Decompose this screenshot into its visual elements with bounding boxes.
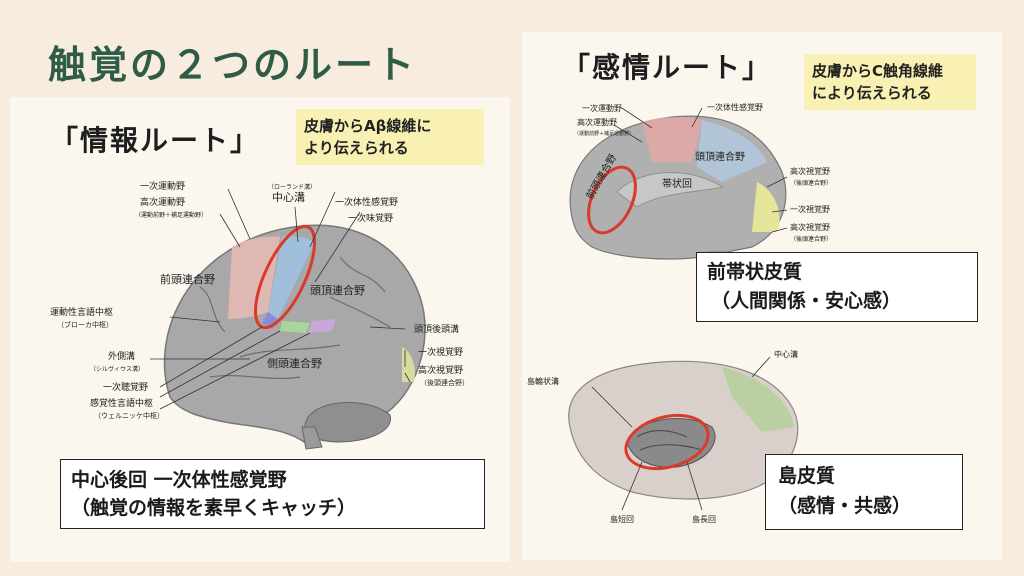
label-r-higher-visual-sub: （後頭連合野）: [790, 179, 832, 187]
label-wernicke-sub: （ウェルニッケ中枢）: [94, 411, 164, 420]
gyri-lines: [199, 256, 391, 380]
label-lateral-sulcus: 外側溝: [108, 350, 135, 362]
info-route-note: 皮膚からAβ線維に より伝えられる: [296, 109, 484, 165]
info-note-line2: より伝えられる: [304, 139, 409, 157]
emotion-brain-diagrams: 一次運動野 高次運動野 （運動前野＋補足運動野） 一次体性感覚野 頭頂連合野 前…: [527, 102, 832, 524]
info-box-line1: 中心後回 一次体性感覚野: [71, 469, 287, 491]
label-r-long-gyri: 島長回: [692, 514, 716, 524]
label-temporal: 側頭連合野: [267, 356, 322, 370]
label-premotor: 高次運動野: [140, 196, 185, 208]
info-note-line1: 皮膚からAβ線維に: [304, 117, 432, 135]
label-central-sulcus: 中心溝: [272, 191, 305, 204]
info-route-panel: 「情報ルート」 皮膚からAβ線維に より伝えられる: [10, 97, 510, 562]
medial-parietal-region: [697, 120, 767, 182]
label-broca: 運動性言語中枢: [50, 306, 113, 318]
insula-box-line2: （感情・共感）: [778, 495, 912, 517]
acc-highlight-circle: [587, 165, 637, 235]
wernicke-region: [308, 319, 336, 333]
label-r-primary-motor: 一次運動野: [582, 103, 622, 113]
label-r-somatosensory: 一次体性感覚野: [707, 102, 763, 112]
insula-highlight-circle: [624, 414, 710, 470]
label-taste: 一次味覚野: [348, 212, 393, 224]
insula-cortex: [626, 418, 716, 468]
somatosensory-region: [268, 236, 315, 319]
medial-visual-region: [752, 182, 780, 232]
brainstem-shape: [301, 426, 323, 450]
emotion-note-line2: により伝えられる: [812, 84, 932, 102]
emotion-route-heading: 「感情ルート」: [562, 51, 773, 84]
info-route-heading: 「情報ルート」: [50, 124, 261, 157]
acc-box-line1: 前帯状皮質: [707, 261, 803, 283]
label-r-cingulate: 帯状回: [662, 177, 692, 190]
label-auditory: 一次聴覚野: [103, 381, 148, 393]
label-rolandic: （ローランド溝）: [268, 183, 316, 191]
label-premotor-sub: （運動前野＋補足運動野）: [135, 211, 207, 219]
label-r-higher-motor-sub: （運動前野＋補足運動野）: [574, 130, 634, 137]
label-prefrontal: 前頭連合野: [160, 272, 215, 286]
label-primary-motor: 一次運動野: [140, 180, 185, 192]
label-r-higher-visual2: 高次視覚野: [790, 222, 830, 232]
label-r-circular-sulcus: 島輪状溝: [527, 376, 559, 386]
lateral-brain-shape: [163, 224, 426, 449]
label-r-higher-visual2-sub: （後頭連合野）: [790, 235, 832, 243]
label-broca-sub: （ブローカ中枢）: [57, 320, 113, 329]
primary-motor-region: [228, 236, 280, 319]
label-r-parietal: 頭頂連合野: [695, 150, 745, 163]
label-r-central-sulcus: 中心溝: [774, 349, 798, 359]
label-somatosensory: 一次体性感覚野: [335, 196, 398, 208]
medial-motor-region: [642, 117, 702, 162]
insula-info-box: 島皮質 （感情・共感）: [765, 454, 963, 530]
page-title: 触覚の２つのルート: [48, 43, 418, 87]
insula-gyri-lines: [636, 430, 703, 451]
emotion-note-line1: 皮膚からC触角線維: [812, 62, 944, 80]
acc-info-box: 前帯状皮質 （人間関係・安心感）: [696, 252, 978, 322]
label-r-visual: 一次視覚野: [790, 204, 830, 214]
label-parieto-occipital: 頭頂後頭溝: [414, 323, 459, 335]
auditory-region: [280, 321, 310, 333]
somatosensory-info-box: 中心後回 一次体性感覚野 （触覚の情報を素早くキャッチ）: [60, 459, 485, 529]
label-sylvian: （シルヴィウス溝）: [90, 365, 144, 373]
cingulate-region: [616, 172, 723, 208]
label-r-higher-visual: 高次視覚野: [790, 166, 830, 176]
info-box-line2: （触覚の情報を素早くキャッチ）: [71, 497, 357, 519]
lateral-brain-diagram: 一次運動野 高次運動野 （運動前野＋補足運動野） （ローランド溝） 中心溝 一次…: [50, 180, 469, 450]
label-wernicke: 感覚性言語中枢: [90, 397, 153, 409]
emotion-route-panel: 「感情ルート」 皮膚からC触角線維 により伝えられる 一次運動野 高次運動野 （…: [522, 32, 1002, 560]
label-higher-visual: 高次視覚野: [418, 364, 463, 376]
acc-box-line2: （人間関係・安心感）: [711, 290, 902, 312]
label-r-higher-motor: 高次運動野: [577, 117, 617, 127]
label-parietal: 頭頂連合野: [310, 283, 365, 297]
insula-box-line1: 島皮質: [778, 465, 836, 487]
label-visual: 一次視覚野: [418, 346, 463, 358]
emotion-route-note: 皮膚からC触角線維 により伝えられる: [804, 54, 976, 110]
label-higher-visual-sub: （後頭連合野）: [420, 378, 469, 387]
insula-frontal-region: [722, 367, 794, 432]
label-r-short-gyri: 島短回: [610, 514, 634, 524]
